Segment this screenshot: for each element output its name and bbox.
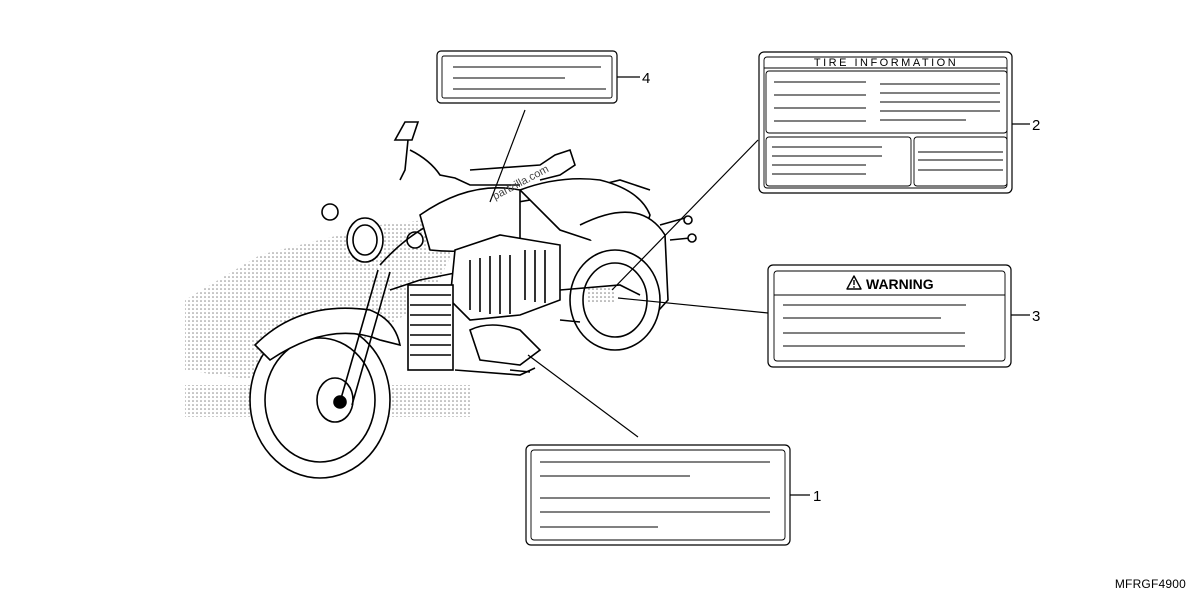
label-4: 4 xyxy=(436,50,650,104)
callout-number-4: 4 xyxy=(642,70,650,87)
label-1: 1 xyxy=(525,444,821,546)
callout-number-3: 3 xyxy=(1032,308,1040,325)
leader-lines xyxy=(489,109,769,438)
warning-triangle-icon xyxy=(846,275,862,290)
leader-line-2 xyxy=(611,139,759,291)
motorcycle-illustration xyxy=(249,121,697,479)
diagram-reference-code: MFRGF4900 xyxy=(1114,577,1186,591)
engine xyxy=(449,234,561,321)
label-tire-information: TIRE INFORMATION 2 xyxy=(758,51,1040,194)
tire-information-title: TIRE INFORMATION xyxy=(814,57,958,69)
radiator xyxy=(407,284,454,371)
leader-line-1 xyxy=(527,354,639,438)
leader-line-4 xyxy=(489,109,526,203)
label-warning: WARNING 3 xyxy=(767,264,1040,368)
warning-title: WARNING xyxy=(866,276,934,292)
callout-number-2: 2 xyxy=(1032,117,1040,134)
leader-line-3 xyxy=(617,297,769,314)
callout-number-1: 1 xyxy=(813,488,821,505)
fuel-tank xyxy=(419,187,521,252)
